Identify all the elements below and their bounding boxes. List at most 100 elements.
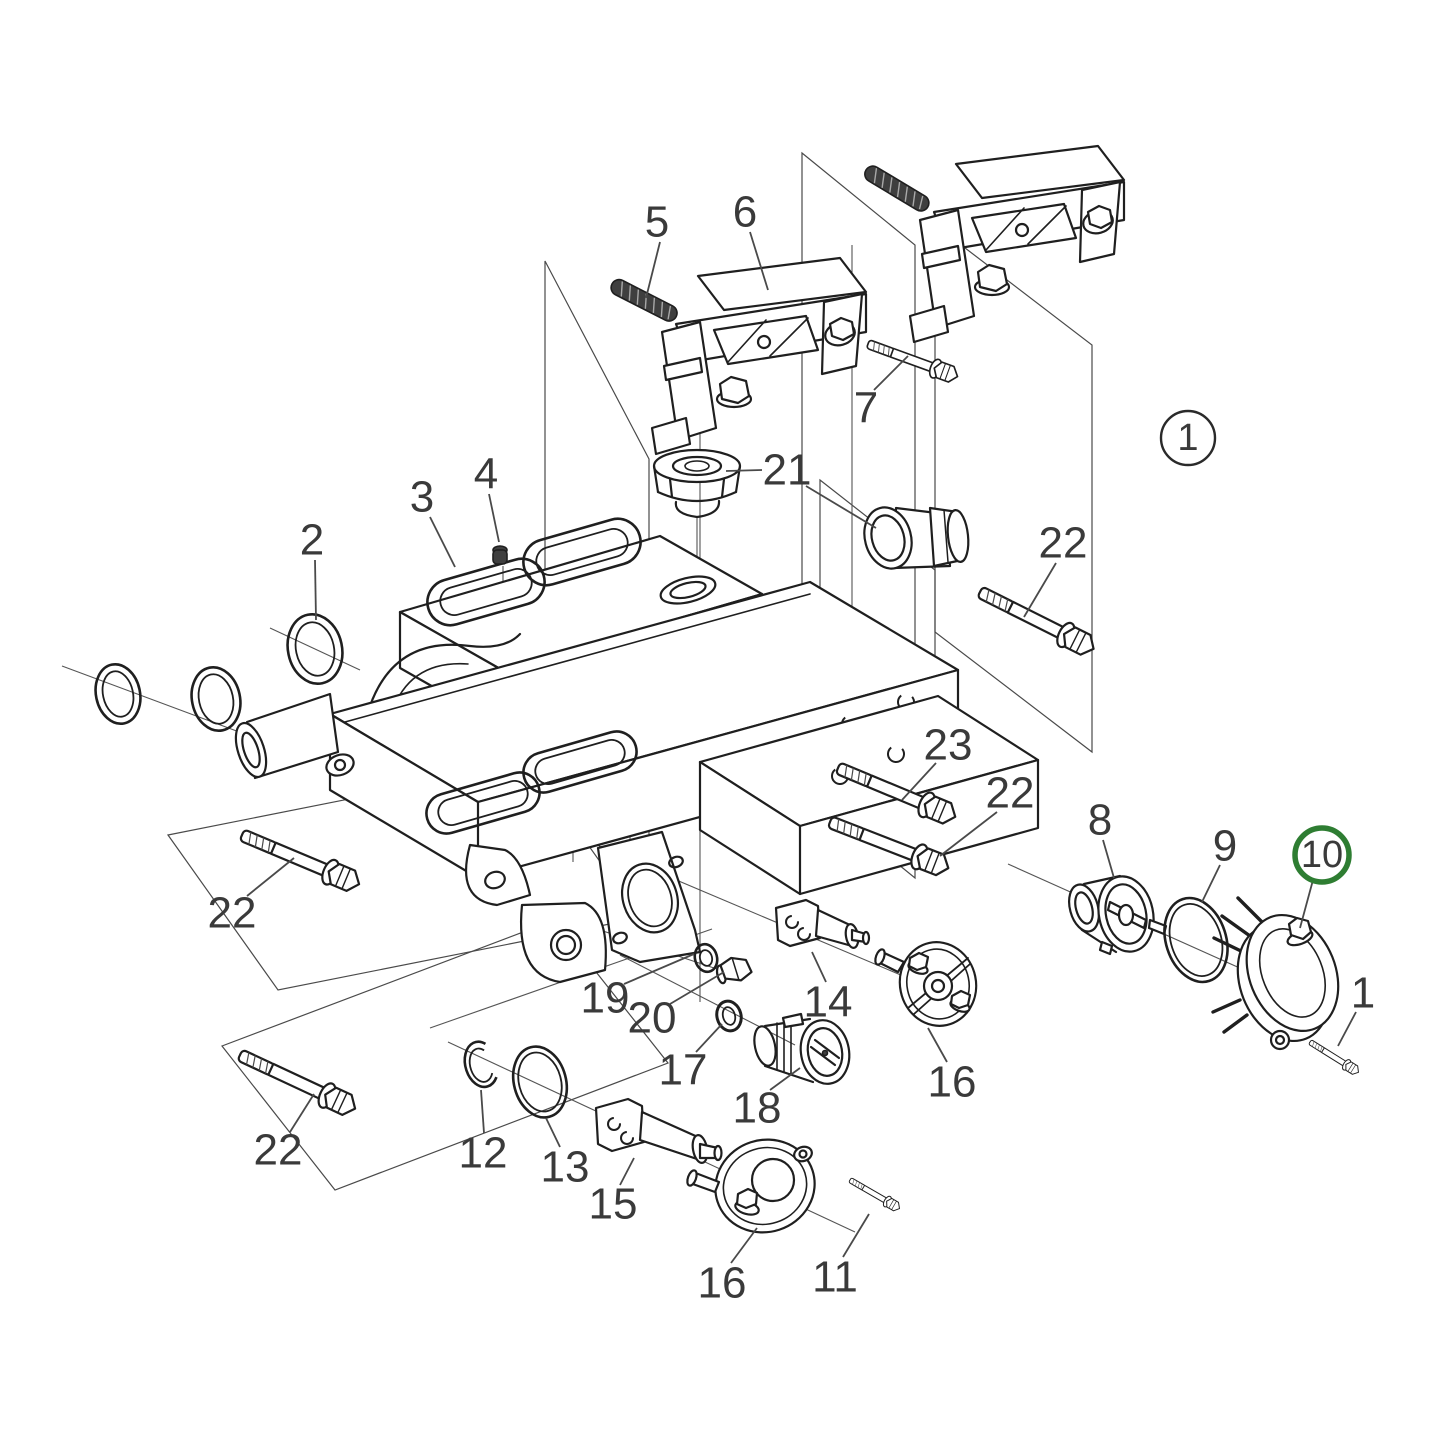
stud-right bbox=[861, 162, 933, 215]
filler-cap-21 bbox=[652, 448, 742, 519]
callout-5[interactable]: 5 bbox=[645, 198, 669, 299]
part-number-label: 16 bbox=[698, 1259, 747, 1308]
part-number-label: 22 bbox=[254, 1126, 303, 1175]
leader-line bbox=[873, 355, 909, 391]
part-number-label: 18 bbox=[733, 1084, 782, 1133]
part-number-label: 22 bbox=[986, 769, 1035, 818]
callout-13[interactable]: 13 bbox=[541, 1117, 590, 1192]
pin-4 bbox=[492, 545, 508, 565]
leader-line bbox=[545, 1117, 561, 1148]
callout-16[interactable]: 16 bbox=[698, 1227, 758, 1308]
leader-line bbox=[749, 231, 769, 291]
leader-line bbox=[811, 951, 827, 983]
callout-8[interactable]: 8 bbox=[1088, 796, 1115, 879]
o-ring-17 bbox=[715, 999, 743, 1033]
callout-22[interactable]: 22 bbox=[208, 857, 295, 938]
part-number-label: 21 bbox=[763, 446, 812, 495]
leader-line bbox=[314, 559, 317, 621]
callout-9[interactable]: 9 bbox=[1201, 822, 1237, 903]
leader-line bbox=[1299, 879, 1314, 929]
part-number-label: 8 bbox=[1088, 796, 1112, 845]
leader-line bbox=[1023, 562, 1057, 618]
callout-17[interactable]: 17 bbox=[659, 1023, 723, 1095]
highlight-circle bbox=[1292, 825, 1352, 885]
o-ring-2 bbox=[286, 613, 344, 685]
leader-line bbox=[805, 485, 877, 529]
leader-line bbox=[1102, 839, 1115, 879]
valve-15 bbox=[594, 1097, 723, 1164]
o-ring-left-a bbox=[94, 663, 142, 725]
callout-19[interactable]: 19 bbox=[581, 953, 695, 1023]
main-housing bbox=[234, 534, 1040, 984]
plug-20 bbox=[715, 956, 753, 985]
callout-22[interactable]: 22 bbox=[1023, 519, 1088, 618]
bolt-22-left-upper bbox=[235, 821, 366, 898]
leader-line bbox=[901, 762, 937, 801]
callout-6[interactable]: 6 bbox=[733, 188, 769, 291]
part-number-label: 17 bbox=[659, 1046, 708, 1095]
part-number-label: 20 bbox=[628, 994, 677, 1043]
leader-line bbox=[645, 241, 661, 299]
callout-3[interactable]: 3 bbox=[410, 473, 456, 568]
leader-line bbox=[669, 971, 725, 1005]
callout-7[interactable]: 7 bbox=[854, 355, 909, 433]
part-number-label: 13 bbox=[541, 1143, 590, 1192]
leader-line bbox=[725, 469, 763, 472]
leader-line bbox=[289, 1093, 315, 1133]
thermostat-8 bbox=[1068, 874, 1168, 956]
part-number-label: 23 bbox=[924, 721, 973, 770]
leader-line bbox=[842, 1213, 870, 1258]
leader-line bbox=[769, 1067, 801, 1091]
part-number-label: 19 bbox=[581, 974, 630, 1023]
callout-1[interactable]: 1 bbox=[1337, 969, 1375, 1047]
engine-mount-bracket-right bbox=[908, 144, 1126, 344]
callout-10-highlight[interactable]: 10 bbox=[1292, 825, 1352, 929]
callout-21[interactable]: 21 bbox=[725, 446, 877, 529]
callout-11[interactable]: 11 bbox=[812, 1213, 870, 1302]
callout-2[interactable]: 2 bbox=[300, 516, 324, 621]
part-number-label: 11 bbox=[812, 1253, 858, 1302]
leader-line bbox=[619, 1157, 635, 1186]
bolt-22-top-right bbox=[973, 579, 1101, 662]
part-number-label: 2 bbox=[300, 516, 324, 565]
callout-22[interactable]: 22 bbox=[939, 769, 1035, 857]
leader-line bbox=[695, 1023, 723, 1053]
o-ring-left-b bbox=[190, 666, 242, 732]
cover-10 bbox=[1211, 896, 1340, 1051]
hose-connector-21 bbox=[863, 506, 970, 570]
callout-14[interactable]: 14 bbox=[804, 951, 853, 1027]
bolt-1 bbox=[1306, 1036, 1363, 1078]
bolt-7 bbox=[863, 334, 962, 387]
part-number-label: 1 bbox=[1177, 417, 1198, 459]
snap-ring-12 bbox=[463, 1040, 498, 1089]
leader-line bbox=[488, 493, 500, 543]
part-number-label: 1 bbox=[1351, 969, 1375, 1018]
sensor-18 bbox=[753, 1012, 851, 1085]
leader-line bbox=[939, 811, 998, 857]
part-number-label: 15 bbox=[589, 1180, 638, 1229]
part-number-label: 5 bbox=[645, 198, 669, 247]
callout-18[interactable]: 18 bbox=[733, 1067, 801, 1133]
callout-20[interactable]: 20 bbox=[628, 971, 725, 1043]
part-number-label: 22 bbox=[1039, 519, 1088, 568]
o-ring-19 bbox=[693, 942, 719, 974]
stud-5 bbox=[607, 276, 681, 325]
valve-14 bbox=[774, 898, 871, 949]
callout-15[interactable]: 15 bbox=[589, 1157, 638, 1229]
cover-16-lower bbox=[686, 1138, 816, 1234]
bolt-22-left-lower bbox=[233, 1042, 362, 1122]
callout-22[interactable]: 22 bbox=[254, 1093, 315, 1175]
bolt-11 bbox=[846, 1174, 903, 1215]
callout-4[interactable]: 4 bbox=[474, 450, 500, 543]
callout-23[interactable]: 23 bbox=[901, 721, 973, 801]
part-number-label: 7 bbox=[854, 384, 878, 433]
leader-line bbox=[623, 953, 695, 985]
leader-line bbox=[927, 1027, 948, 1063]
callout-16[interactable]: 16 bbox=[927, 1027, 977, 1107]
callout-1-reference[interactable]: 1 bbox=[1159, 409, 1217, 467]
callout-12[interactable]: 12 bbox=[459, 1089, 508, 1178]
o-ring-9 bbox=[1163, 896, 1229, 984]
